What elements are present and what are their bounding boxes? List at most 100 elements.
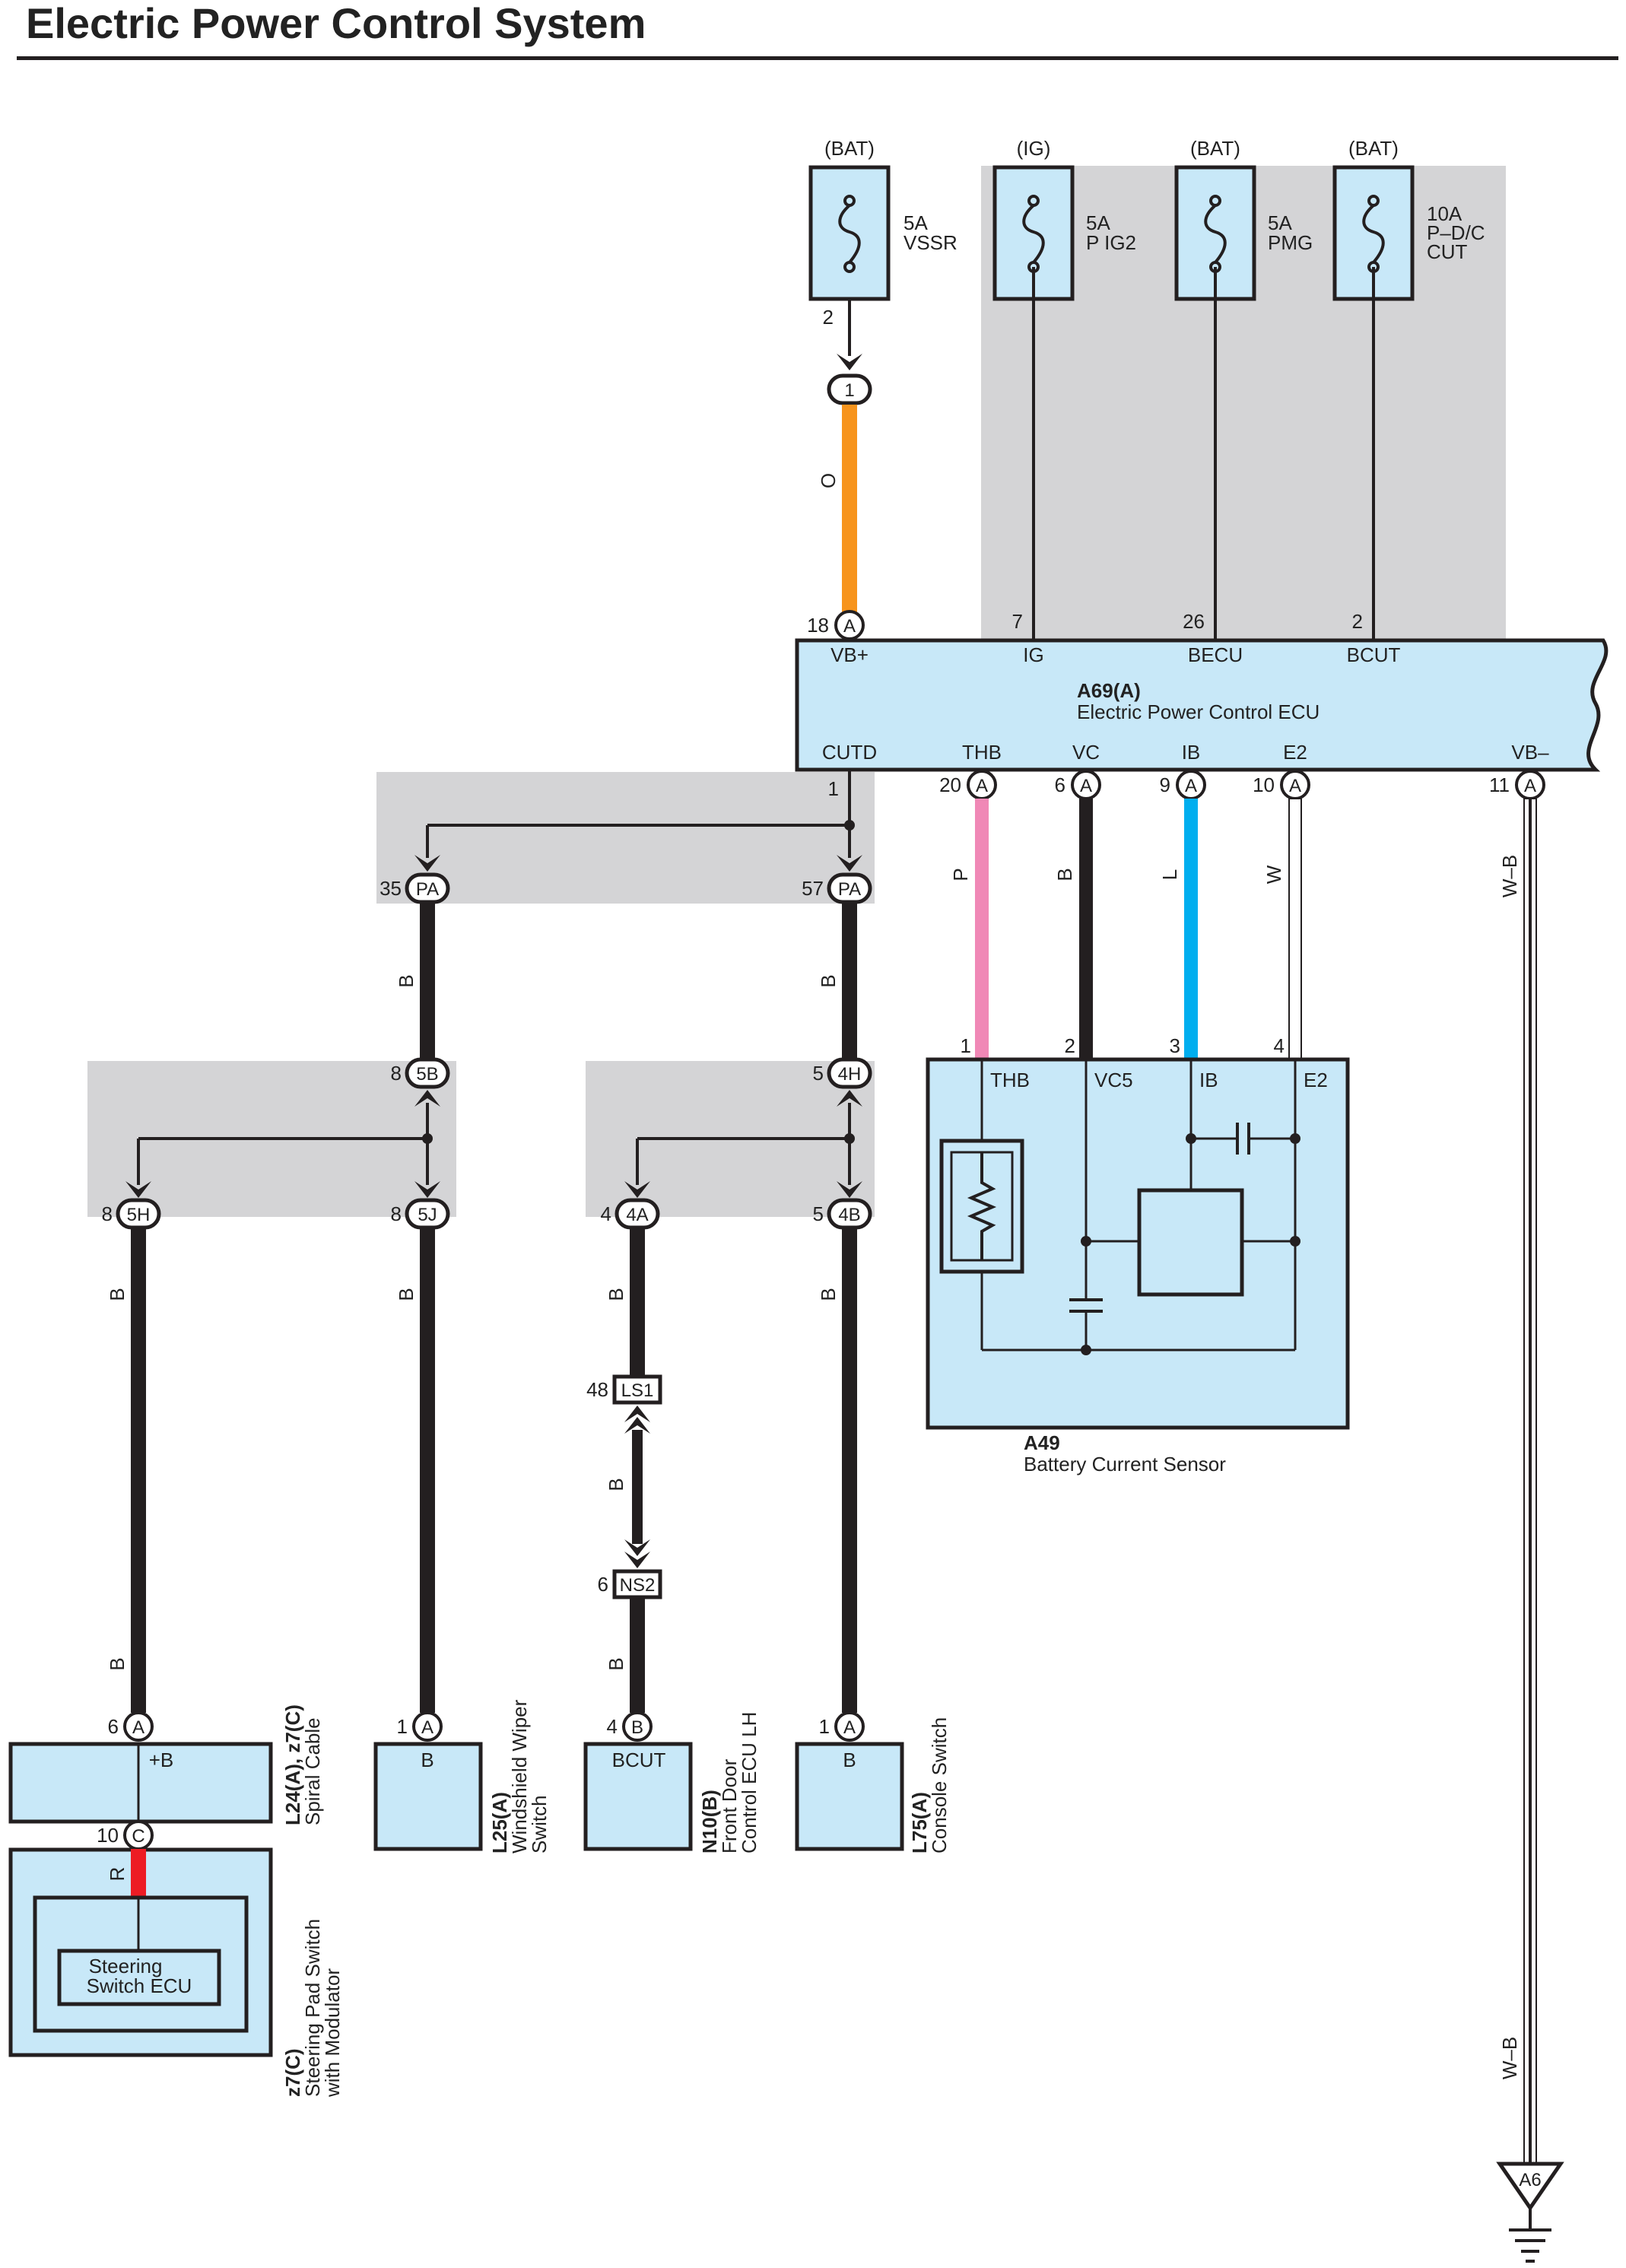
fuse-rating: 5A (904, 211, 928, 234)
wire-color-label-e2: W (1262, 865, 1285, 884)
ecu-body (795, 638, 1609, 772)
ecu-terminal-label: VB+ (830, 643, 869, 666)
sensor-terminal-label: THB (990, 1069, 1030, 1091)
fuse-p-dc-cut: (BAT) 10A P–D/C CUT (1332, 137, 1485, 301)
fuse-vssr: (BAT) 5A VSSR (808, 137, 957, 301)
connector-pin-number: 57 (802, 877, 824, 900)
component-id: L75(A) (908, 1792, 931, 1853)
connector-pin-number: 6 (1055, 773, 1065, 796)
connector-pin-number: 4 (607, 1715, 618, 1738)
ecu-id: A69(A) (1077, 679, 1141, 702)
connector-letter: A (976, 776, 988, 796)
resistor-zigzag-icon (967, 1152, 997, 1260)
ecu-terminal-label: CUTD (822, 741, 877, 764)
fuse-element-icon (1204, 204, 1227, 264)
ecu-terminal-label: IG (1023, 643, 1043, 666)
junction-dot (1081, 1345, 1091, 1355)
wire-color-label-vc: B (1053, 868, 1076, 881)
component-name: Console Switch (928, 1717, 951, 1853)
battery-current-sensor: 1 2 3 4 THB VC5 IB E2 A49 Battery Curre (926, 1034, 1350, 1475)
arrow-down-icon (624, 1181, 650, 1198)
connector-box (612, 1374, 662, 1405)
wire-color-label: B (605, 1657, 627, 1670)
component-spiral-cable: A 6 +B L24(A), z7(C) Spiral Cable C 10 (8, 1704, 324, 1850)
connector-letter: A (1080, 776, 1092, 796)
component-id: N10(B) (698, 1790, 721, 1853)
ecu-bottom-connector-vbminus: A 11 (1489, 770, 1545, 800)
wire-color-label-ib: L (1158, 869, 1181, 880)
wire-color-label: B (106, 1657, 129, 1670)
connector-oval (827, 1198, 872, 1230)
junction-dot (1290, 1133, 1300, 1144)
connector-oval (827, 872, 872, 904)
ecu-bottom-connector-thb: A 20 (939, 770, 997, 800)
ecu-name: Electric Power Control ECU (1077, 700, 1320, 723)
ecu-connector-letter: A (843, 616, 856, 637)
connector-circle (123, 1711, 154, 1742)
connector-5j: 5J 8 (391, 1198, 450, 1230)
connector-4a: 4A 4 (601, 1198, 660, 1230)
arrow-down-icon (837, 855, 862, 872)
vssr-arrow-head (837, 354, 862, 370)
connector-pin-number: 6 (108, 1715, 119, 1738)
ecu-pin-number: 2 (1352, 610, 1363, 633)
ecu-terminal-label: VC (1072, 741, 1100, 764)
component-box (795, 1742, 904, 1851)
wire-color-label-thb: P (949, 868, 972, 881)
connector-oval (615, 1198, 660, 1230)
component-box (373, 1742, 483, 1851)
component-terminal-label: +B (149, 1749, 174, 1771)
component-name: Windshield Wiper (508, 1699, 531, 1853)
connector-pin-number: 8 (102, 1202, 113, 1225)
connector-letter: A (421, 1717, 433, 1738)
connector-oval (405, 1198, 450, 1230)
connector-oval (116, 1198, 161, 1230)
fuse-source-label: (BAT) (824, 137, 875, 160)
component-id: L25(A) (488, 1792, 511, 1853)
connector-name: 5J (418, 1205, 437, 1225)
sensor-name: Battery Current Sensor (1024, 1453, 1226, 1475)
connector-pin-number: 4 (601, 1202, 611, 1225)
component-console-switch: A 1 B L75(A) Console Switch (795, 1711, 951, 1853)
component-box (8, 1742, 273, 1824)
wire-color-label-ground: W–B (1498, 2037, 1521, 2079)
component-terminal-label: BCUT (612, 1749, 666, 1771)
ecu-terminal-label: THB (962, 741, 1002, 764)
wire-e2-white (1288, 798, 1302, 1060)
connector-pa-35: PA 35 (380, 872, 450, 904)
sensor-pin-number: 2 (1065, 1034, 1075, 1057)
connector-name: 4B (838, 1205, 860, 1225)
ecu-pin-number: 7 (1012, 610, 1023, 633)
component-name: Switch (528, 1795, 551, 1853)
component-terminal-label: B (421, 1749, 433, 1771)
arrow-down-icon (837, 1181, 862, 1198)
arrow-down-icon (414, 855, 440, 872)
fuse-terminal (843, 261, 856, 273)
wire-color-label: R (106, 1867, 129, 1882)
hall-ic-box (1137, 1188, 1244, 1297)
ecu-pin-number: 26 (1183, 610, 1205, 633)
connector-pin-number: 48 (586, 1378, 608, 1401)
connector-pin-number: 9 (1160, 773, 1170, 796)
component-name: Control ECU LH (738, 1712, 761, 1853)
connector-ls1: LS1 48 (586, 1374, 662, 1405)
connector-oval (405, 1057, 450, 1089)
junction-dot (1290, 1236, 1300, 1247)
connector-name: PA (416, 879, 439, 900)
arrow-up-icon (414, 1090, 440, 1107)
connector-pin-number: 20 (939, 773, 961, 796)
fuse-name: P–D/C (1427, 221, 1485, 244)
connector-letter: A (843, 1717, 856, 1738)
connector-5h: 5H 8 (102, 1198, 161, 1230)
ground-triangle-icon (1496, 2162, 1564, 2212)
steering-switch-ecu-box (57, 1949, 221, 2006)
sensor-pin-number: 4 (1274, 1034, 1285, 1057)
connector-pin-number: 10 (1253, 773, 1275, 796)
arrow-down-icon (624, 1539, 650, 1556)
component-windshield-wiper-switch: A 1 B L25(A) Windshield Wiper Switch (373, 1699, 551, 1853)
ecu-a69: A 18 VB+ 7 IG 26 BECU 2 BCUT A69(A) Elec… (795, 610, 1609, 772)
fuse-rating: 10A (1427, 202, 1462, 225)
shade-pa-junction (376, 772, 875, 904)
fuse-name: PMG (1268, 231, 1313, 254)
